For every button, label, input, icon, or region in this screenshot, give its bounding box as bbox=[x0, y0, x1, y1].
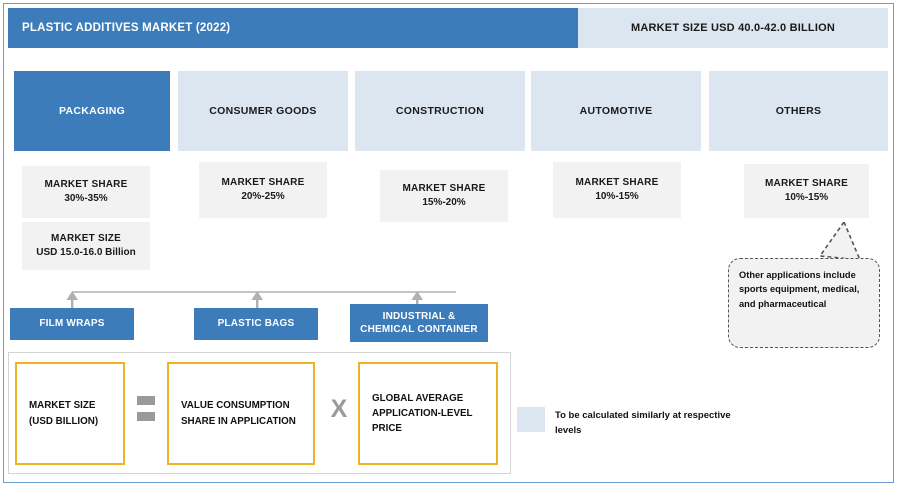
callout-others: Other applications include sports equipm… bbox=[728, 258, 880, 348]
formula-term-market-size: MARKET SIZE (USD BILLION) bbox=[15, 362, 125, 465]
market-share-value: 10%-15% bbox=[784, 192, 829, 203]
category-label: AUTOMOTIVE bbox=[579, 105, 653, 117]
category-label: CONSTRUCTION bbox=[395, 105, 485, 117]
category-consumer-goods[interactable]: CONSUMER GOODS bbox=[178, 71, 348, 151]
market-size-value: USD 15.0-16.0 Billion bbox=[36, 247, 136, 258]
market-share-value: 20%-25% bbox=[241, 191, 285, 202]
product-label: INDUSTRIAL & CHEMICAL CONTAINER bbox=[360, 310, 478, 336]
formula-term-label: MARKET SIZE (USD BILLION) bbox=[29, 400, 99, 427]
operator-multiply-icon: X bbox=[330, 395, 348, 423]
category-label: PACKAGING bbox=[58, 105, 126, 117]
market-size-title: MARKET SIZE bbox=[51, 232, 121, 244]
formula-term-label: VALUE CONSUMPTION SHARE IN APPLICATION bbox=[181, 400, 296, 427]
market-share-title: MARKET SHARE bbox=[402, 182, 486, 194]
legend-swatch bbox=[517, 407, 545, 432]
market-share-value: 15%-20% bbox=[422, 197, 466, 208]
callout-text: Other applications include sports equipm… bbox=[739, 270, 860, 309]
category-others[interactable]: OTHERS bbox=[709, 71, 888, 151]
category-construction[interactable]: CONSTRUCTION bbox=[355, 71, 525, 151]
product-film-wraps[interactable]: FILM WRAPS bbox=[10, 308, 134, 340]
market-share-title: MARKET SHARE bbox=[44, 178, 128, 190]
callout-tail-icon bbox=[819, 222, 861, 261]
market-size-packaging: MARKET SIZE USD 15.0-16.0 Billion bbox=[22, 222, 150, 270]
formula-term-label: GLOBAL AVERAGE APPLICATION-LEVEL PRICE bbox=[372, 392, 473, 435]
product-label: FILM WRAPS bbox=[39, 318, 105, 330]
market-share-consumer-goods: MARKET SHARE 20%-25% bbox=[199, 162, 327, 218]
market-share-title: MARKET SHARE bbox=[575, 176, 659, 188]
category-automotive[interactable]: AUTOMOTIVE bbox=[531, 71, 701, 151]
market-share-title: MARKET SHARE bbox=[765, 177, 848, 189]
header-title-bar: PLASTIC ADDITIVES MARKET (2022) bbox=[8, 8, 578, 48]
product-industrial-chemical-container[interactable]: INDUSTRIAL & CHEMICAL CONTAINER bbox=[350, 304, 488, 342]
legend-text: To be calculated similarly at respective… bbox=[555, 410, 731, 437]
header-market-size-label: MARKET SIZE USD 40.0-42.0 BILLION bbox=[630, 22, 836, 34]
category-packaging[interactable]: PACKAGING bbox=[14, 71, 170, 151]
page-title: PLASTIC ADDITIVES MARKET (2022) bbox=[22, 22, 231, 34]
operator-equals-icon bbox=[137, 396, 155, 422]
market-share-automotive: MARKET SHARE 10%-15% bbox=[553, 162, 681, 218]
market-share-construction: MARKET SHARE 15%-20% bbox=[380, 170, 508, 222]
category-label: OTHERS bbox=[775, 105, 822, 117]
product-plastic-bags[interactable]: PLASTIC BAGS bbox=[194, 308, 318, 340]
formula-term-global-average-price: GLOBAL AVERAGE APPLICATION-LEVEL PRICE bbox=[358, 362, 498, 465]
market-share-title: MARKET SHARE bbox=[221, 176, 305, 188]
market-share-value: 10%-15% bbox=[595, 191, 639, 202]
product-label: PLASTIC BAGS bbox=[217, 318, 295, 330]
market-share-others: MARKET SHARE 10%-15% bbox=[744, 164, 869, 218]
market-share-value: 30%-35% bbox=[64, 193, 108, 204]
formula-term-value-consumption-share: VALUE CONSUMPTION SHARE IN APPLICATION bbox=[167, 362, 315, 465]
market-share-packaging: MARKET SHARE 30%-35% bbox=[22, 166, 150, 218]
header-market-size-bar: MARKET SIZE USD 40.0-42.0 BILLION bbox=[578, 8, 888, 48]
category-label: CONSUMER GOODS bbox=[209, 105, 317, 117]
